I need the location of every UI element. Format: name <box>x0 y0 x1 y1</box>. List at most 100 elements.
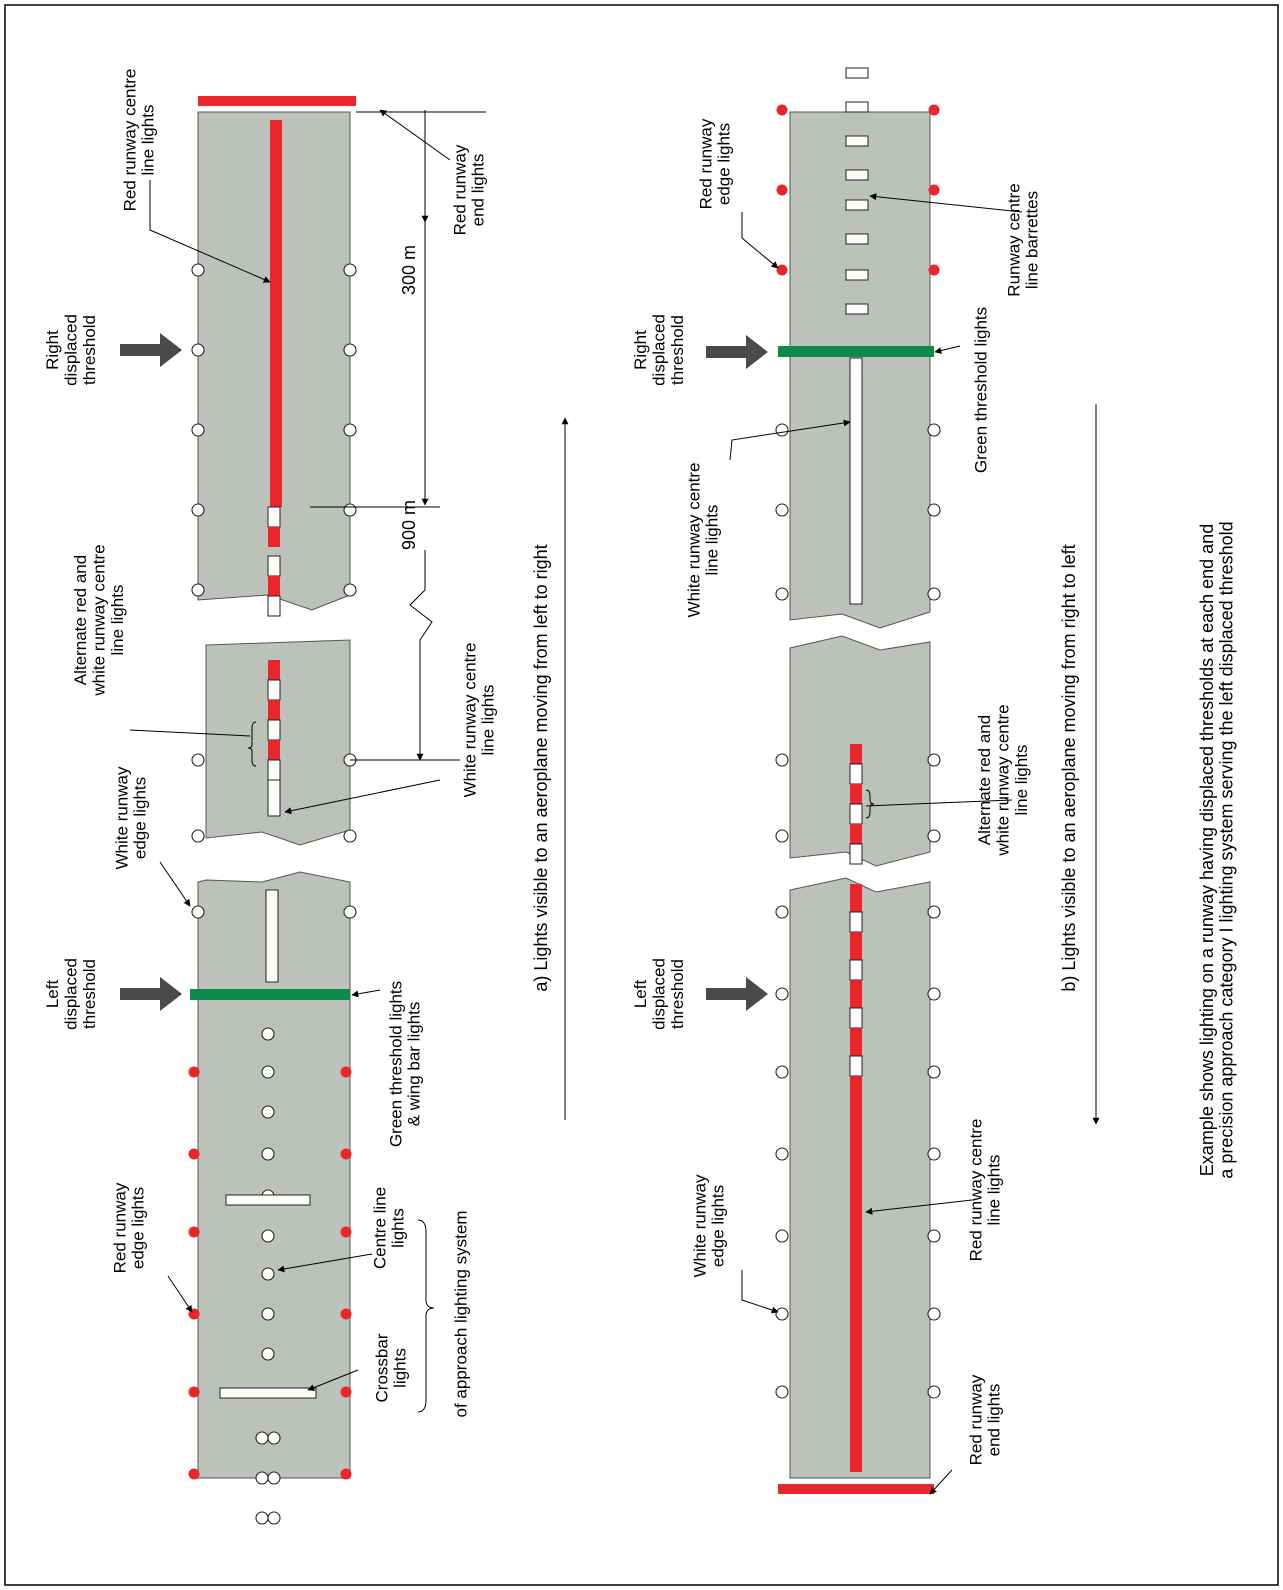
label-alt-centre-b-line: line lights <box>1012 745 1031 816</box>
white-runway-edge-light-b <box>927 423 941 437</box>
centre-line-light-alt-b <box>849 1007 863 1029</box>
label-white-edge-a-line: edge lights <box>131 777 150 859</box>
leader-lines-layer <box>120 109 1100 1495</box>
red-approach-edge-light <box>340 1066 352 1078</box>
label-dist-300: 300 m <box>399 245 419 295</box>
leader-red-end-a <box>379 109 451 161</box>
red-runway-edge-light-b <box>928 104 940 116</box>
leader-white-edge-b <box>741 1270 779 1314</box>
white-runway-edge-light <box>191 503 205 517</box>
label-red-runway-centre-line-a-line: Red runway centre <box>120 69 139 212</box>
label-red-edge-a-line: Red runway <box>110 1182 129 1273</box>
white-runway-edge-light-b <box>775 753 789 767</box>
red-runway-edge-light-b <box>776 104 788 116</box>
white-runway-edge-light-b <box>775 905 789 919</box>
leader-white-centre-a <box>284 779 441 815</box>
label-left-displaced-threshold-b-line: Left <box>631 980 650 1009</box>
label-white-centre-b-line: White runway centre <box>684 463 703 618</box>
centre-line-light-alt <box>268 700 280 720</box>
white-runway-edge-light <box>343 583 357 597</box>
white-runway-edge-light-b <box>927 987 941 1001</box>
label-centre-line-a-line: lights <box>389 1208 408 1248</box>
red-approach-edge-light <box>340 1148 352 1160</box>
approach-pair-light <box>267 1511 281 1525</box>
runway-layer <box>197 111 931 1479</box>
centre-line-light-alt-b <box>849 843 863 865</box>
label-barrettes-b-line: line barrettes <box>1023 191 1042 289</box>
label-red-centre-b-line: line lights <box>985 1155 1004 1226</box>
runway-centre-line-barrette <box>845 233 869 245</box>
label-left-displaced-threshold-a-line: threshold <box>80 959 99 1029</box>
red-approach-edge-light <box>188 1226 200 1238</box>
runway-a-left-segment <box>197 871 351 1479</box>
leader-green-a <box>351 989 381 998</box>
centre-line-light-alt-b <box>850 980 862 1008</box>
caption-b-line: b) Lights visible to an aeroplane moving… <box>1059 544 1079 991</box>
label-left-displaced-threshold-b-line: displaced <box>649 958 668 1030</box>
caption-a: a) Lights visible to an aeroplane moving… <box>531 544 551 991</box>
white-runway-edge-light <box>343 905 357 919</box>
red-approach-edge-light <box>188 1148 200 1160</box>
approach-centre-line-light <box>261 1065 275 1079</box>
red-runway-edge-light-b <box>776 184 788 196</box>
white-runway-edge-light-b <box>775 587 789 601</box>
white-runway-edge-light <box>343 263 357 277</box>
centre-line-light-alt <box>268 740 280 760</box>
leader-red-centre-b <box>865 1199 973 1215</box>
red-approach-edge-light <box>188 1308 200 1320</box>
label-right-displaced-threshold-a-line: threshold <box>80 315 99 385</box>
label-green-threshold-a-line: & wing bar lights <box>405 1002 424 1127</box>
centre-line-light-alt <box>268 576 280 596</box>
caption-b: b) Lights visible to an aeroplane moving… <box>1059 544 1079 991</box>
centre-line-light-alt-b <box>850 884 862 912</box>
centre-line-light-alt <box>267 679 281 701</box>
label-right-displaced-threshold-b-line: displaced <box>649 314 668 386</box>
approach-pair-light <box>255 1511 269 1525</box>
white-runway-edge-light-b <box>927 503 941 517</box>
leader-white-centre-b <box>729 419 851 461</box>
label-right-displaced-threshold-a-line: Right <box>43 330 62 370</box>
red-approach-edge-light <box>340 1308 352 1320</box>
white-runway-edge-light <box>343 503 357 517</box>
centre-line-light-alt <box>267 506 281 528</box>
label-centre-line-a-line: Centre line <box>370 1187 389 1269</box>
label-dist-900-line: 900 m <box>399 500 419 550</box>
caption-a-line: a) Lights visible to an aeroplane moving… <box>531 544 551 991</box>
leader-red-edge-a <box>167 1275 193 1313</box>
centre-line-light-alt-b <box>850 784 862 804</box>
runway-centre-line-barrette <box>845 135 869 147</box>
white-runway-edge-light-b <box>927 587 941 601</box>
white-runway-edge-light <box>343 423 357 437</box>
right-displaced-threshold-arrow-a <box>120 333 182 367</box>
label-alt-centre-a-line: Alternate red and <box>71 555 90 685</box>
red-approach-edge-light <box>340 1468 352 1480</box>
leader-green-b <box>934 345 961 354</box>
label-green-threshold-b-line: Green threshold lights <box>971 307 990 473</box>
left-displaced-threshold-arrow-a <box>120 977 182 1011</box>
label-crossbar-a-line: Crossbar <box>372 1333 391 1402</box>
centre-line-light-alt-b <box>849 803 863 825</box>
leader-red-edge-b <box>741 212 779 269</box>
footer-note: Example shows lighting on a runway havin… <box>1197 521 1236 1178</box>
label-right-displaced-threshold-b-line: threshold <box>668 315 687 385</box>
leader-white-edge-a <box>159 861 191 907</box>
red-approach-edge-light <box>188 1468 200 1480</box>
white-runway-edge-light-b <box>775 503 789 517</box>
white-runway-edge-light <box>191 829 205 843</box>
label-red-edge-a-line: edge lights <box>129 1187 148 1269</box>
centre-line-light-alt-b <box>850 824 862 844</box>
label-red-runway-end-a-line: Red runway <box>450 144 469 235</box>
approach-pair-light <box>255 1431 269 1445</box>
centre-line-light-alt-b <box>849 911 863 933</box>
approach-pair-light <box>255 1471 269 1485</box>
red-runway-end-lights-bar-b <box>778 1484 934 1494</box>
label-red-end-b-line: Red runway <box>966 1374 985 1465</box>
